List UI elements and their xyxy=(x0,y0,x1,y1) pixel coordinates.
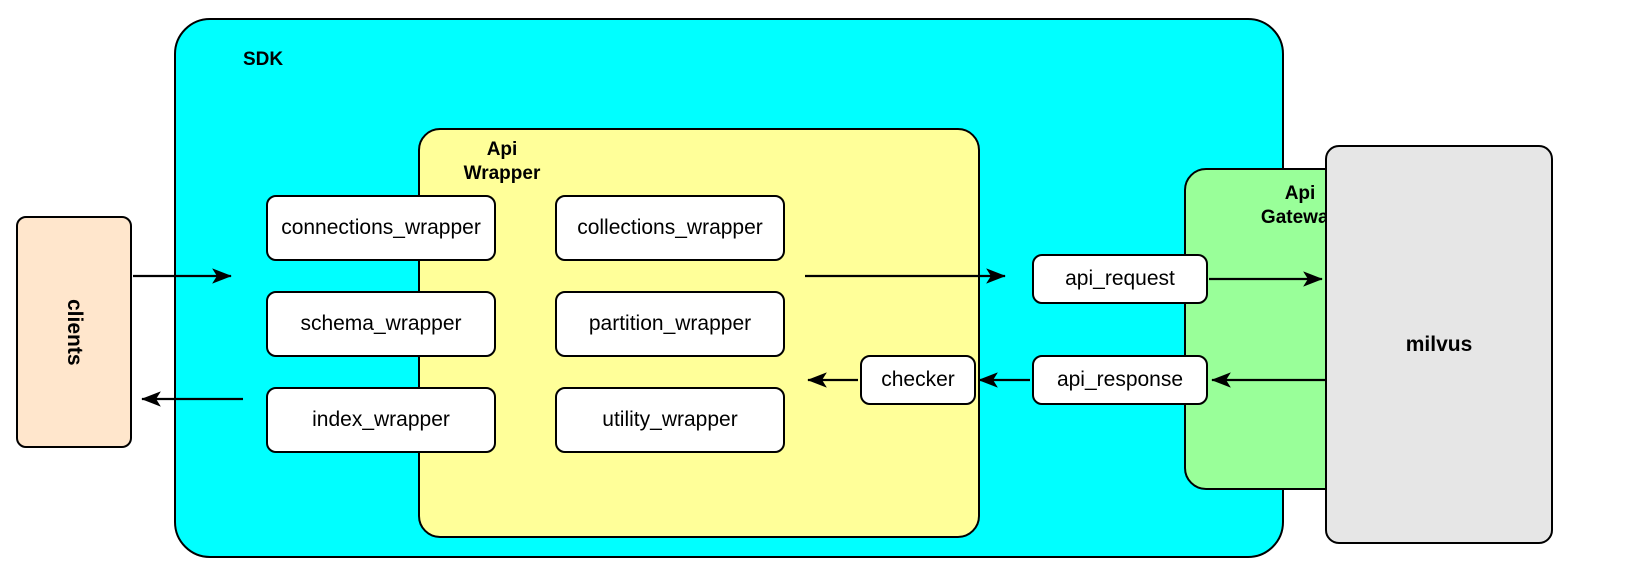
node-utility-wrapper[interactable]: utility_wrapper xyxy=(555,387,785,453)
api-gateway-label: Api Gateway xyxy=(1260,183,1340,228)
node-clients[interactable]: clients xyxy=(16,216,132,448)
api-wrapper-label: Api Wrapper xyxy=(463,139,541,184)
node-connections-wrapper[interactable]: connections_wrapper xyxy=(266,195,496,261)
node-schema-wrapper[interactable]: schema_wrapper xyxy=(266,291,496,357)
node-milvus: milvus xyxy=(1325,145,1553,544)
node-collections-wrapper[interactable]: collections_wrapper xyxy=(555,195,785,261)
clients-label: clients xyxy=(63,298,86,366)
node-api-response[interactable]: api_response xyxy=(1032,355,1208,405)
node-checker[interactable]: checker xyxy=(860,355,976,405)
sdk-label: SDK xyxy=(242,49,284,70)
node-index-wrapper[interactable]: index_wrapper xyxy=(266,387,496,453)
node-partition-wrapper[interactable]: partition_wrapper xyxy=(555,291,785,357)
node-api-request[interactable]: api_request xyxy=(1032,254,1208,304)
